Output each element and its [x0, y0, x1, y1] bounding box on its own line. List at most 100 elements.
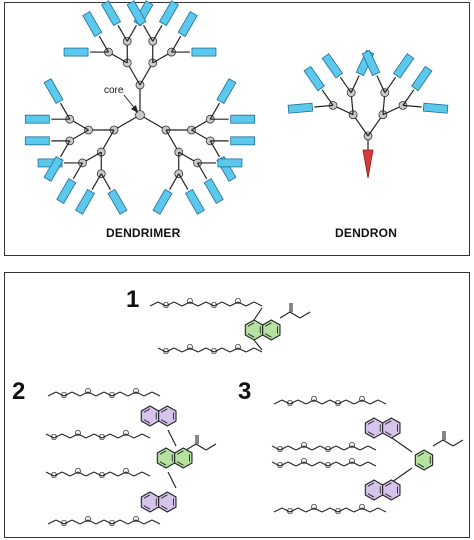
dendron-caption: DENDRON [335, 226, 398, 240]
glycol-chain [111, 519, 121, 525]
glycol-chain [273, 507, 283, 513]
branch-bond [171, 35, 182, 53]
glycol-chain [319, 461, 329, 467]
double-bond [367, 493, 375, 498]
glycol-chain [313, 399, 323, 405]
dendrimer-schematic [24, 0, 256, 215]
glycol-chain [53, 471, 63, 477]
oxygen-atom: O [123, 467, 129, 476]
branch-bond [402, 104, 422, 108]
glycol-chain [45, 471, 55, 477]
double-bond [143, 419, 151, 424]
glycol-chain [143, 391, 153, 397]
glycol-chain [327, 445, 337, 451]
terminal-group [43, 78, 64, 105]
glycol-chain [55, 519, 65, 525]
glycol-chain [369, 507, 379, 513]
glycol-chain [297, 399, 307, 405]
terminal-group [107, 188, 128, 215]
oxygen-atom: O [359, 503, 365, 512]
glycol-chain [71, 391, 81, 397]
glycol-chain [345, 399, 355, 405]
glycol-chain [303, 461, 313, 467]
branch-bond [60, 140, 71, 158]
branch-bond [339, 76, 352, 94]
branch-bond [376, 75, 386, 93]
branch-bond [196, 162, 208, 180]
glycol-chain [95, 391, 105, 397]
benzyl-linker [167, 429, 177, 447]
aryl-ether-bond [253, 339, 263, 351]
glycol-chain [141, 471, 151, 477]
glycol-chain [77, 471, 87, 477]
oxygen-atom: O [75, 467, 81, 476]
dendrimer-caption: DENDRIMER [106, 226, 181, 240]
glycol-chain [127, 519, 137, 525]
oxygen-atom: O [75, 429, 81, 438]
glycol-chain [69, 471, 79, 477]
branch-bond [60, 102, 71, 120]
glycol-chain [205, 347, 215, 353]
branch-bond [117, 24, 128, 42]
terminal-group [152, 188, 173, 215]
glycol-chain [279, 445, 289, 451]
double-bond [384, 493, 392, 498]
glycol-chain [335, 461, 345, 467]
compound-3-number: 3 [238, 378, 252, 405]
glycol-chain [311, 461, 321, 467]
glycol-chain [237, 347, 247, 353]
branch-bond [314, 104, 334, 108]
glycol-chain [151, 519, 161, 525]
glycol-chain [85, 471, 95, 477]
glycol-chain [61, 433, 71, 439]
branch-bond [321, 89, 334, 106]
terminal-group [82, 11, 103, 37]
glycol-chain [173, 347, 183, 353]
terminal-group [422, 102, 449, 114]
glycol-chain [103, 391, 113, 397]
oxygen-atom: O [85, 515, 91, 524]
glycol-chain [353, 507, 363, 513]
double-bond [247, 333, 255, 338]
terminal-group [126, 0, 147, 27]
ester-group [205, 443, 217, 451]
branch-bond [100, 173, 112, 191]
glycol-chain [305, 399, 315, 405]
glycol-chain [377, 399, 387, 405]
glycol-chain [119, 519, 129, 525]
glycol-chain [313, 507, 323, 513]
terminal-group [75, 188, 96, 215]
branch-bond [143, 24, 154, 42]
glycol-chain [135, 391, 145, 397]
glycol-chain [69, 433, 79, 439]
core-arrow-head [131, 105, 138, 113]
double-bond [264, 333, 272, 338]
glycol-chain [295, 461, 305, 467]
glycol-chain [351, 461, 361, 467]
double-bond [367, 420, 375, 425]
glycol-chain [361, 399, 371, 405]
glycol-chain [181, 301, 191, 307]
glycol-chain [367, 461, 377, 467]
oxygen-atom: O [85, 387, 91, 396]
glycol-chain [151, 391, 161, 397]
branch-bond [209, 140, 220, 158]
glycol-chain [321, 399, 331, 405]
glycol-chain [337, 399, 347, 405]
glycol-chain [189, 347, 199, 353]
glycol-chain [289, 507, 299, 513]
glycol-chain [351, 445, 361, 451]
glycol-chain [47, 391, 57, 397]
glycol-chain [141, 433, 151, 439]
terminal-group [411, 65, 433, 92]
terminal-group [203, 178, 224, 204]
oxygen-atom: O [301, 441, 307, 450]
terminal-group [184, 188, 205, 215]
glycol-chain [47, 519, 57, 525]
oxygen-atom: O [301, 457, 307, 466]
glycol-chain [281, 507, 291, 513]
double-bond [143, 494, 151, 499]
glycol-chain [63, 519, 73, 525]
double-bond [143, 408, 151, 413]
